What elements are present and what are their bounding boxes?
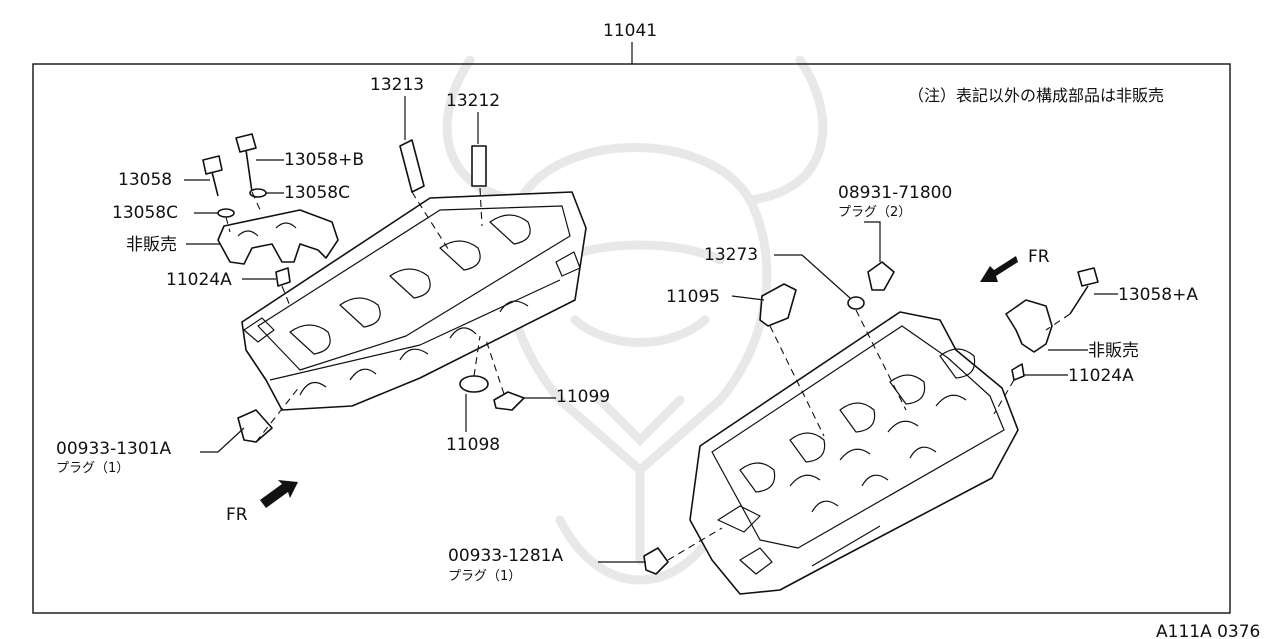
diagram-code: A111A 0376 — [1156, 622, 1260, 639]
left-front-label: FR — [226, 505, 248, 525]
not-sold-note: （注）表記以外の構成部品は非販売 — [908, 86, 1164, 105]
left-cylinder-head — [241, 191, 587, 411]
guide-11095 — [759, 283, 797, 327]
guide-11095-leader — [731, 295, 765, 301]
plug-08931-71800-name: プラグ（2） — [838, 205, 911, 220]
plug-08931-71800 — [867, 261, 895, 291]
left-alignment-lines — [225, 187, 505, 443]
plug-00933-1301a — [237, 409, 273, 443]
washer-13058c-left-label: 13058C — [112, 203, 178, 223]
washer-13058c-right-label: 13058C — [284, 183, 350, 203]
left-cam-bracket — [217, 209, 339, 265]
seal-11098 — [459, 375, 489, 393]
washer-13273-label: 13273 — [704, 245, 758, 265]
plug-08931-71800-leader — [864, 221, 881, 262]
plug-08931-71800-label: 08931-71800 — [838, 183, 952, 203]
washer-11099-label: 11099 — [556, 387, 610, 407]
arrow-down-left-icon — [260, 480, 298, 508]
right-cylinder-head — [689, 311, 1019, 595]
guide-11095-label: 11095 — [666, 287, 720, 307]
dowel-13213 — [399, 139, 425, 193]
plug-00933-1301a-leader — [200, 427, 245, 453]
arrow-up-right-icon — [980, 256, 1018, 282]
left-not-sold-label: 非販売 — [126, 235, 177, 255]
plug-00933-1301a-label: 00933-1301A — [56, 439, 171, 459]
pin-11024a-right — [1011, 363, 1025, 381]
plug-00933-1281a-label: 00933-1281A — [448, 546, 563, 566]
right-front-label: FR — [1028, 247, 1050, 267]
bolt-13058-label: 13058 — [118, 170, 172, 190]
right-cam-bracket — [1005, 299, 1053, 353]
dowel-13212 — [471, 145, 487, 187]
washer-11099 — [493, 391, 525, 411]
washer-13058c-left — [217, 208, 235, 218]
pin-11024a-right-label: 11024A — [1068, 366, 1134, 386]
washer-13273-leader — [774, 254, 851, 299]
bolt-13058-b — [235, 133, 257, 193]
pin-11024a-left-label: 11024A — [166, 270, 232, 290]
right-alignment-lines — [667, 309, 1071, 561]
bolt-13058-a — [1069, 267, 1099, 315]
plug-00933-1281a — [643, 547, 669, 575]
plug-00933-1301a-name: プラグ（1） — [56, 461, 129, 476]
assembly-frame — [32, 63, 1231, 614]
plug-00933-1281a-name: プラグ（1） — [448, 569, 521, 584]
right-not-sold-label: 非販売 — [1088, 341, 1139, 361]
washer-13273 — [847, 296, 865, 310]
bolt-13058 — [202, 155, 223, 197]
pin-11024a-left — [275, 267, 291, 287]
seal-11098-label: 11098 — [446, 435, 500, 455]
dowel-13213-label: 13213 — [370, 75, 424, 95]
bolt-13058-b-label: 13058+B — [284, 150, 364, 170]
dowel-13212-label: 13212 — [446, 91, 500, 111]
assembly-number-label: 11041 — [603, 21, 657, 41]
bolt-13058-a-label: 13058+A — [1118, 285, 1198, 305]
